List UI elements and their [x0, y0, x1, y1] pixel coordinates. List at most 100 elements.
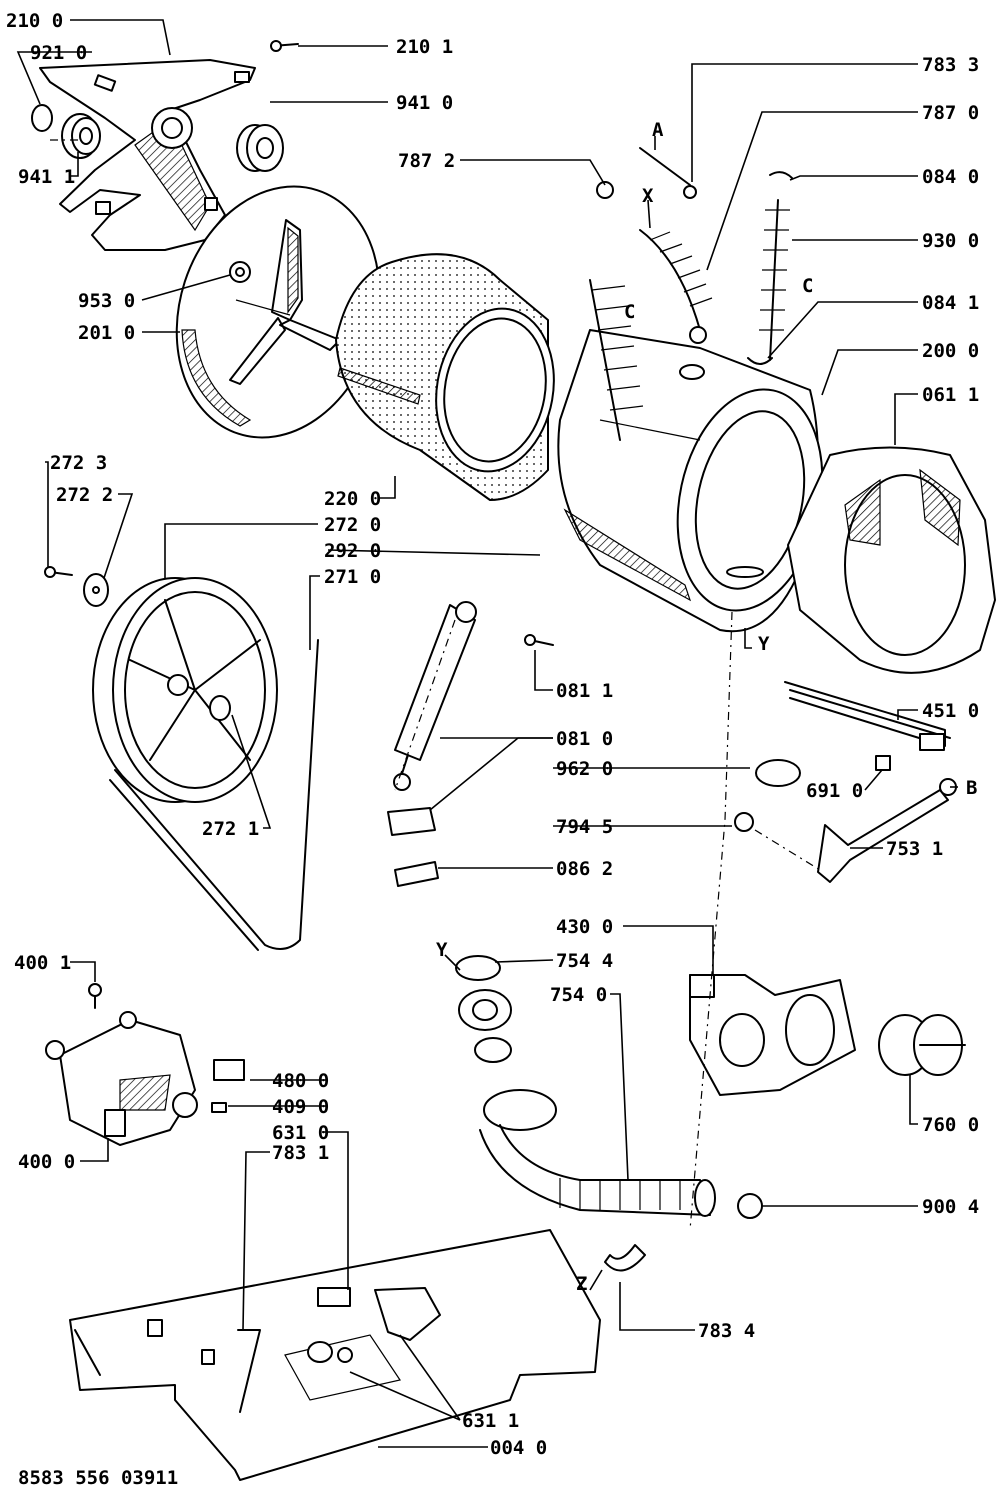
part-label: 631 0: [272, 1122, 329, 1144]
large-bearing-part: [236, 124, 284, 172]
suspension-spring-left-part: [589, 279, 644, 441]
part-label: 004 0: [490, 1437, 547, 1459]
drain-grommet-part: [755, 759, 801, 787]
drum-spider-part: [39, 59, 256, 251]
part-label: 754 4: [556, 950, 613, 972]
heating-element-part: [784, 681, 951, 751]
part-label: 921 0: [30, 42, 87, 64]
part-label: 787 0: [922, 102, 979, 124]
part-label: 760 0: [922, 1114, 979, 1136]
pump-filter-part: [878, 1014, 966, 1076]
shock-clip-part: [394, 861, 439, 887]
pulley-washer-part: [83, 573, 109, 607]
part-label: 292 0: [324, 540, 381, 562]
suspension-spring-right-part: [747, 171, 793, 365]
part-label: 941 0: [396, 92, 453, 114]
part-label: 783 1: [272, 1142, 329, 1164]
gasket-ring-part: [455, 955, 501, 981]
shock-bracket-part: [387, 807, 436, 836]
hose-clip-part: [737, 1193, 763, 1219]
part-label: 754 0: [550, 984, 607, 1006]
part-label: 272 0: [324, 514, 381, 536]
part-label: 201 0: [78, 322, 135, 344]
motor-connector-part: [213, 1059, 245, 1081]
bellows-hose-part: [639, 229, 713, 344]
hose-clamp-part: [596, 181, 614, 199]
part-label: 272 1: [202, 818, 259, 840]
drain-plug-part: [734, 812, 754, 832]
drawing-number: 8583 556 03911: [18, 1467, 178, 1489]
part-label: 409 0: [272, 1096, 329, 1118]
part-label: 084 0: [922, 166, 979, 188]
part-label: 084 1: [922, 292, 979, 314]
assembly-line: [754, 829, 821, 871]
base-plate-part: [69, 1229, 601, 1481]
part-label: 400 1: [14, 952, 71, 974]
part-label: 430 0: [556, 916, 613, 938]
sump-seal-part: [458, 989, 512, 1031]
part-label: 400 0: [18, 1151, 75, 1173]
door-gasket-ring-part: [787, 446, 996, 674]
part-label: 794 5: [556, 816, 613, 838]
part-label: 220 0: [324, 488, 381, 510]
assembly-line: [689, 611, 733, 1231]
sump-valve-part: [474, 1037, 512, 1063]
motor-screw-part: [88, 983, 102, 1009]
pressure-tube-part: [639, 147, 697, 199]
part-label: 787 2: [398, 150, 455, 172]
marker-y: Y: [436, 939, 448, 961]
marker-b: B: [966, 777, 977, 799]
part-label: 783 3: [922, 54, 979, 76]
part-labels: 210 0 921 0 941 1 210 1 941 0 783 3 787 …: [6, 10, 979, 1459]
marker-c: C: [624, 301, 635, 323]
part-label: 061 1: [922, 384, 979, 406]
part-label: 962 0: [556, 758, 613, 780]
letter-markers: A X C C Y B Y Z: [436, 119, 977, 1295]
part-label: 753 1: [886, 838, 943, 860]
drive-belt-part: [109, 639, 319, 951]
part-label: 210 1: [396, 36, 453, 58]
earth-wire-part: [237, 1329, 261, 1413]
part-label: 272 3: [50, 452, 107, 474]
part-label: 480 0: [272, 1070, 329, 1092]
drive-motor-part: [45, 1011, 198, 1146]
part-label: 953 0: [78, 290, 135, 312]
marker-z: Z: [576, 1273, 587, 1295]
heater-sensor-part: [875, 755, 891, 771]
shock-absorber-part: [393, 601, 477, 791]
small-bearing-part: [61, 113, 101, 159]
part-label: 451 0: [922, 700, 979, 722]
part-label: 200 0: [922, 340, 979, 362]
part-label: 081 0: [556, 728, 613, 750]
part-label: 272 2: [56, 484, 113, 506]
marker-a: A: [652, 119, 664, 141]
inner-drum-part: [335, 253, 555, 501]
part-label: 941 1: [18, 166, 75, 188]
shock-absorber-bolt-part: [524, 634, 554, 646]
part-label: 783 4: [698, 1320, 755, 1342]
marker-y: Y: [758, 633, 770, 655]
part-label: 086 2: [556, 858, 613, 880]
motor-clip-part: [211, 1102, 227, 1113]
leader-lines: [16, 19, 958, 1448]
circlip-part: [31, 104, 53, 132]
rear-tub-part: [175, 185, 381, 439]
part-label: 081 1: [556, 680, 613, 702]
sump-hose-part: [479, 1089, 716, 1217]
part-label: 900 4: [922, 1196, 979, 1218]
part-label: 631 1: [462, 1410, 519, 1432]
marker-c: C: [802, 275, 813, 297]
pulley-bolt-part: [44, 566, 73, 578]
screw-part: [270, 40, 299, 52]
pressure-switch-part: [317, 1287, 351, 1307]
drum-pulley-part: [92, 577, 278, 803]
detergent-tube-part: [817, 778, 957, 883]
pulley-nut-part: [209, 695, 231, 721]
part-label: 271 0: [324, 566, 381, 588]
control-bracket-part: [374, 1287, 441, 1341]
part-label: 210 0: [6, 10, 63, 32]
front-tub-part: [557, 329, 824, 633]
drain-pump-part: [689, 974, 856, 1096]
